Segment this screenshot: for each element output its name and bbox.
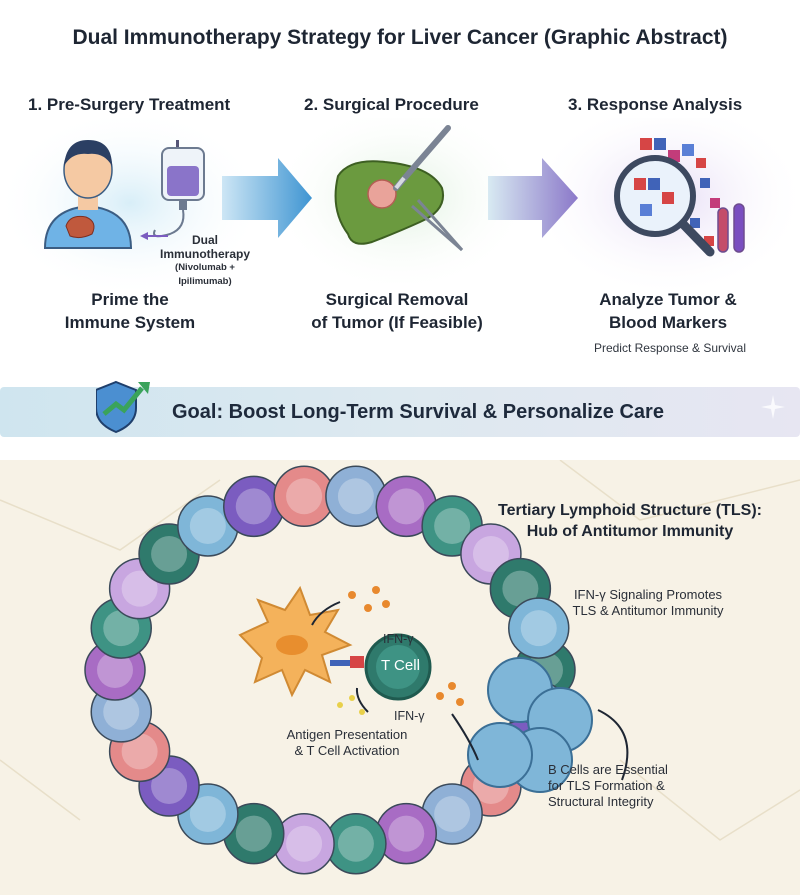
ifn-signaling-note: IFN-γ Signaling Promotes TLS & Antitumor… xyxy=(538,587,758,619)
cell-nucleus xyxy=(235,488,272,525)
cell-nucleus xyxy=(502,570,539,607)
b-cells-line-1: B Cells are Essential xyxy=(548,762,668,777)
drug-line-1: Dual xyxy=(191,233,218,247)
ifn-gamma-tag-2: IFN-γ xyxy=(394,709,425,723)
tls-title-line-1: Tertiary Lymphoid Structure (TLS): xyxy=(497,502,762,519)
cell-nucleus xyxy=(337,478,374,515)
arrow-1-icon xyxy=(222,158,312,238)
step-2-caption: Surgical Removal of Tumor (If Feasible) xyxy=(292,288,502,334)
b-cells-line-2: for TLS Formation & xyxy=(548,778,665,793)
tls-illustration xyxy=(0,460,800,875)
antigen-line-2: & T Cell Activation xyxy=(294,743,400,758)
b-cell xyxy=(467,722,533,788)
magnifier-icon xyxy=(614,138,745,257)
b-cells-note: B Cells are Essential for TLS Formation … xyxy=(548,762,698,810)
ifn-signaling-line-2: TLS & Antitumor Immunity xyxy=(572,603,724,618)
cell-ring xyxy=(84,465,593,875)
cell-nucleus xyxy=(97,652,133,688)
patient-icon xyxy=(43,140,133,249)
step-3-heading: 3. Response Analysis xyxy=(568,95,743,114)
step-1-caption-line-1: Prime the xyxy=(91,290,169,309)
cell-nucleus xyxy=(121,733,158,770)
step-1-caption: Prime the Immune System xyxy=(30,288,230,334)
cell-nucleus xyxy=(103,693,140,730)
cell-nucleus xyxy=(434,796,471,833)
t-cell-icon xyxy=(364,633,432,701)
antigen-line-1: Antigen Presentation xyxy=(286,727,408,742)
step-3-caption-line-2: Blood Markers xyxy=(608,313,728,332)
cell-nucleus xyxy=(151,768,188,805)
cell-nucleus xyxy=(189,796,226,833)
step-2-caption-line-2: of Tumor (If Feasible) xyxy=(311,313,483,332)
tls-title: Tertiary Lymphoid Structure (TLS): Hub o… xyxy=(480,500,780,542)
cell-nucleus xyxy=(520,610,557,647)
cell-nucleus xyxy=(235,815,272,852)
step-2-heading: 2. Surgical Procedure xyxy=(304,95,479,114)
cell-nucleus xyxy=(472,535,509,572)
drug-label: Dual Immunotherapy (Nivolumab + Ipilimum… xyxy=(150,233,260,289)
cell-nucleus xyxy=(189,507,226,544)
step-1-heading: 1. Pre-Surgery Treatment xyxy=(28,95,231,114)
cell-nucleus xyxy=(388,488,425,525)
goal-text: Goal: Boost Long-Term Survival & Persona… xyxy=(172,401,664,423)
page-title: Dual Immunotherapy Strategy for Liver Ca… xyxy=(72,26,728,49)
t-cell-label: T Cell xyxy=(381,657,420,674)
step-3-subcaption: Predict Response & Survival xyxy=(593,341,747,355)
workflow-illustration xyxy=(0,118,800,293)
step-3-caption-line-1: Analyze Tumor & xyxy=(599,290,737,309)
cell-nucleus xyxy=(337,825,374,862)
cell-nucleus xyxy=(434,507,471,544)
ifn-signaling-line-1: IFN-γ Signaling Promotes xyxy=(573,587,723,602)
liver-surgery-icon xyxy=(334,125,464,252)
cell-nucleus xyxy=(121,570,158,607)
tls-title-line-2: Hub of Antitumor Immunity xyxy=(526,523,734,540)
drug-line-3: (Nivolumab + Ipilimumab) xyxy=(175,262,235,287)
iv-bag-icon xyxy=(140,140,205,240)
step-2-caption-line-1: Surgical Removal xyxy=(325,290,469,309)
step-1-caption-line-2: Immune System xyxy=(64,313,196,332)
receptor-icon xyxy=(330,656,364,668)
cell-nucleus xyxy=(388,815,425,852)
cell-nucleus xyxy=(286,478,323,515)
cell-nucleus xyxy=(103,610,140,647)
immune-cell xyxy=(508,597,570,659)
antigen-note: Antigen Presentation & T Cell Activation xyxy=(262,727,432,759)
drug-line-2: Immunotherapy xyxy=(159,247,250,261)
sparkle-icon xyxy=(761,395,785,419)
shield-growth-icon xyxy=(96,380,150,434)
step-3-caption: Analyze Tumor & Blood Markers xyxy=(568,288,768,334)
arrow-2-icon xyxy=(488,158,578,238)
dendritic-cell-icon xyxy=(238,585,353,698)
ifn-gamma-tag-1: IFN-γ xyxy=(383,632,414,646)
cell-nucleus xyxy=(286,825,323,862)
cell-nucleus xyxy=(151,535,188,572)
b-cells-line-3: Structural Integrity xyxy=(548,794,654,809)
